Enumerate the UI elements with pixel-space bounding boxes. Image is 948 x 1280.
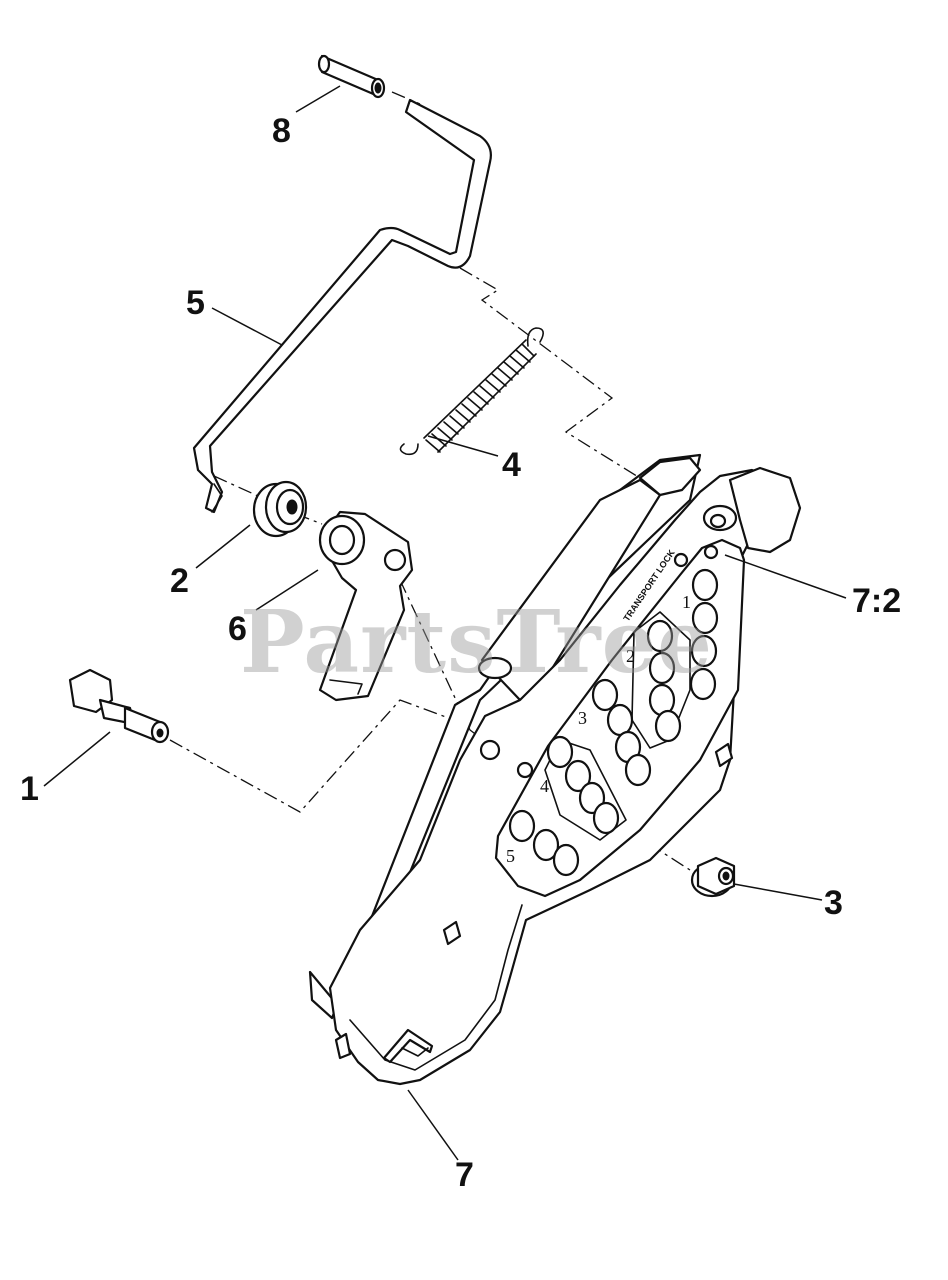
shoulder-bolt: [68, 668, 170, 744]
callout-4: 4: [502, 446, 521, 484]
plate-number-5: 5: [506, 846, 515, 866]
plate-number-3: 3: [578, 708, 587, 728]
grip-pin: [317, 54, 386, 99]
callout-5: 5: [186, 284, 205, 322]
callout-1: 1: [20, 770, 39, 808]
flange-nut: [690, 856, 736, 898]
callout-8: 8: [272, 112, 291, 150]
callout-7: 7: [455, 1156, 474, 1194]
height-holes: [508, 568, 719, 877]
watermark: PartsTree: [240, 592, 713, 693]
plate-number-1: 1: [682, 592, 691, 612]
callout-2: 2: [170, 562, 189, 600]
callout-3: 3: [824, 884, 843, 922]
callouts: 8 5 4 2 6 1 3 7:2 7: [20, 112, 901, 1194]
extension-spring: [399, 327, 544, 456]
spring-coils: [425, 343, 535, 453]
lever-rod: [192, 98, 492, 514]
plate-number-2: 2: [626, 646, 635, 666]
plate-number-4: 4: [540, 776, 549, 796]
bushing: [252, 480, 308, 538]
callout-6: 6: [228, 610, 247, 648]
leader-lines: [43, 85, 847, 1161]
latch-arm: [318, 510, 414, 702]
callout-7-2: 7:2: [852, 582, 901, 620]
